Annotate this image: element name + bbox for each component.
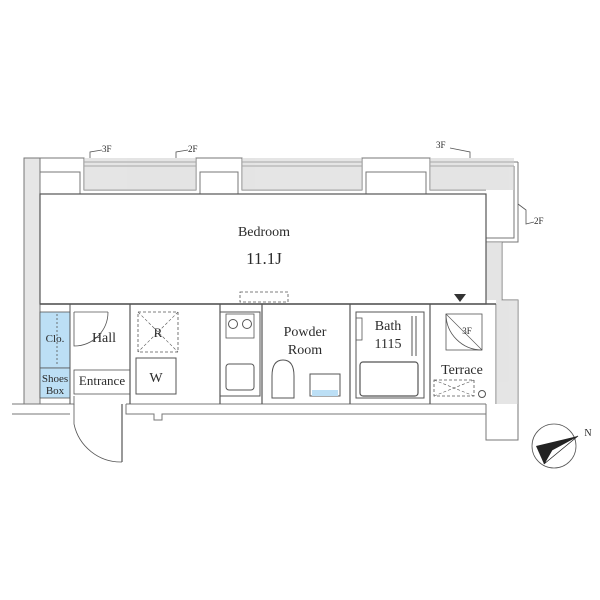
powder-room-label-line2: Room	[288, 343, 322, 358]
terrace-door-swing	[445, 313, 483, 351]
stove-burner-left-icon	[228, 319, 238, 329]
refrigerator-label: R	[154, 325, 163, 340]
bedroom-size-label: 11.1J	[246, 249, 282, 268]
stove-burner-right-icon	[242, 319, 252, 329]
floor-mark-top-right: 3F	[436, 140, 471, 158]
shoes-box-label-line2: Box	[46, 385, 65, 397]
bath-label: Bath	[375, 319, 401, 334]
bedroom-shelf	[239, 291, 289, 303]
powder-room-label-line1: Powder	[284, 325, 327, 340]
bath-size-label: 1115	[375, 337, 402, 352]
shoes-box-label-line1: Shoes	[42, 373, 68, 385]
drain-icon	[478, 390, 486, 398]
wall-fill	[84, 158, 518, 404]
bedroom-area	[39, 193, 487, 305]
north-arrow-icon: N	[531, 423, 592, 469]
hall-door-swing	[73, 311, 109, 347]
terrace-stair-box	[445, 313, 483, 351]
entrance-label: Entrance	[79, 373, 125, 388]
washer-label: W	[149, 371, 163, 386]
floor-mark-top-right-label: 3F	[436, 140, 446, 150]
floor-mark-top-left-label: 3F	[102, 144, 112, 154]
closet-label: Clo.	[46, 333, 65, 345]
floor-mark-top-left: 3F	[89, 144, 112, 158]
shoes-box-area	[39, 367, 71, 399]
north-label: N	[584, 428, 591, 439]
floor-mark-right: 2F	[517, 203, 544, 226]
floor-mark-top-mid: 2F	[175, 144, 198, 158]
terrace-ac-unit	[433, 379, 475, 397]
bathtub-icon	[359, 361, 419, 397]
terrace-floor-mark-label: 3F	[462, 326, 472, 336]
hall-label: Hall	[92, 331, 116, 346]
kitchen-counter	[219, 311, 261, 397]
kitchen-sink-icon	[225, 363, 255, 391]
refrigerator-space	[137, 311, 179, 353]
pointer-triangle-icon	[454, 294, 466, 302]
floor-mark-right-label: 2F	[534, 216, 544, 226]
closet-area	[39, 311, 71, 369]
floor-mark-top-mid-label: 2F	[188, 144, 198, 154]
toilet-icon	[271, 359, 295, 399]
bedroom-label: Bedroom	[238, 225, 290, 240]
entrance-door-swing	[73, 404, 123, 463]
terrace-label: Terrace	[441, 363, 483, 378]
washer-space	[135, 357, 177, 395]
bath-area	[355, 311, 425, 399]
